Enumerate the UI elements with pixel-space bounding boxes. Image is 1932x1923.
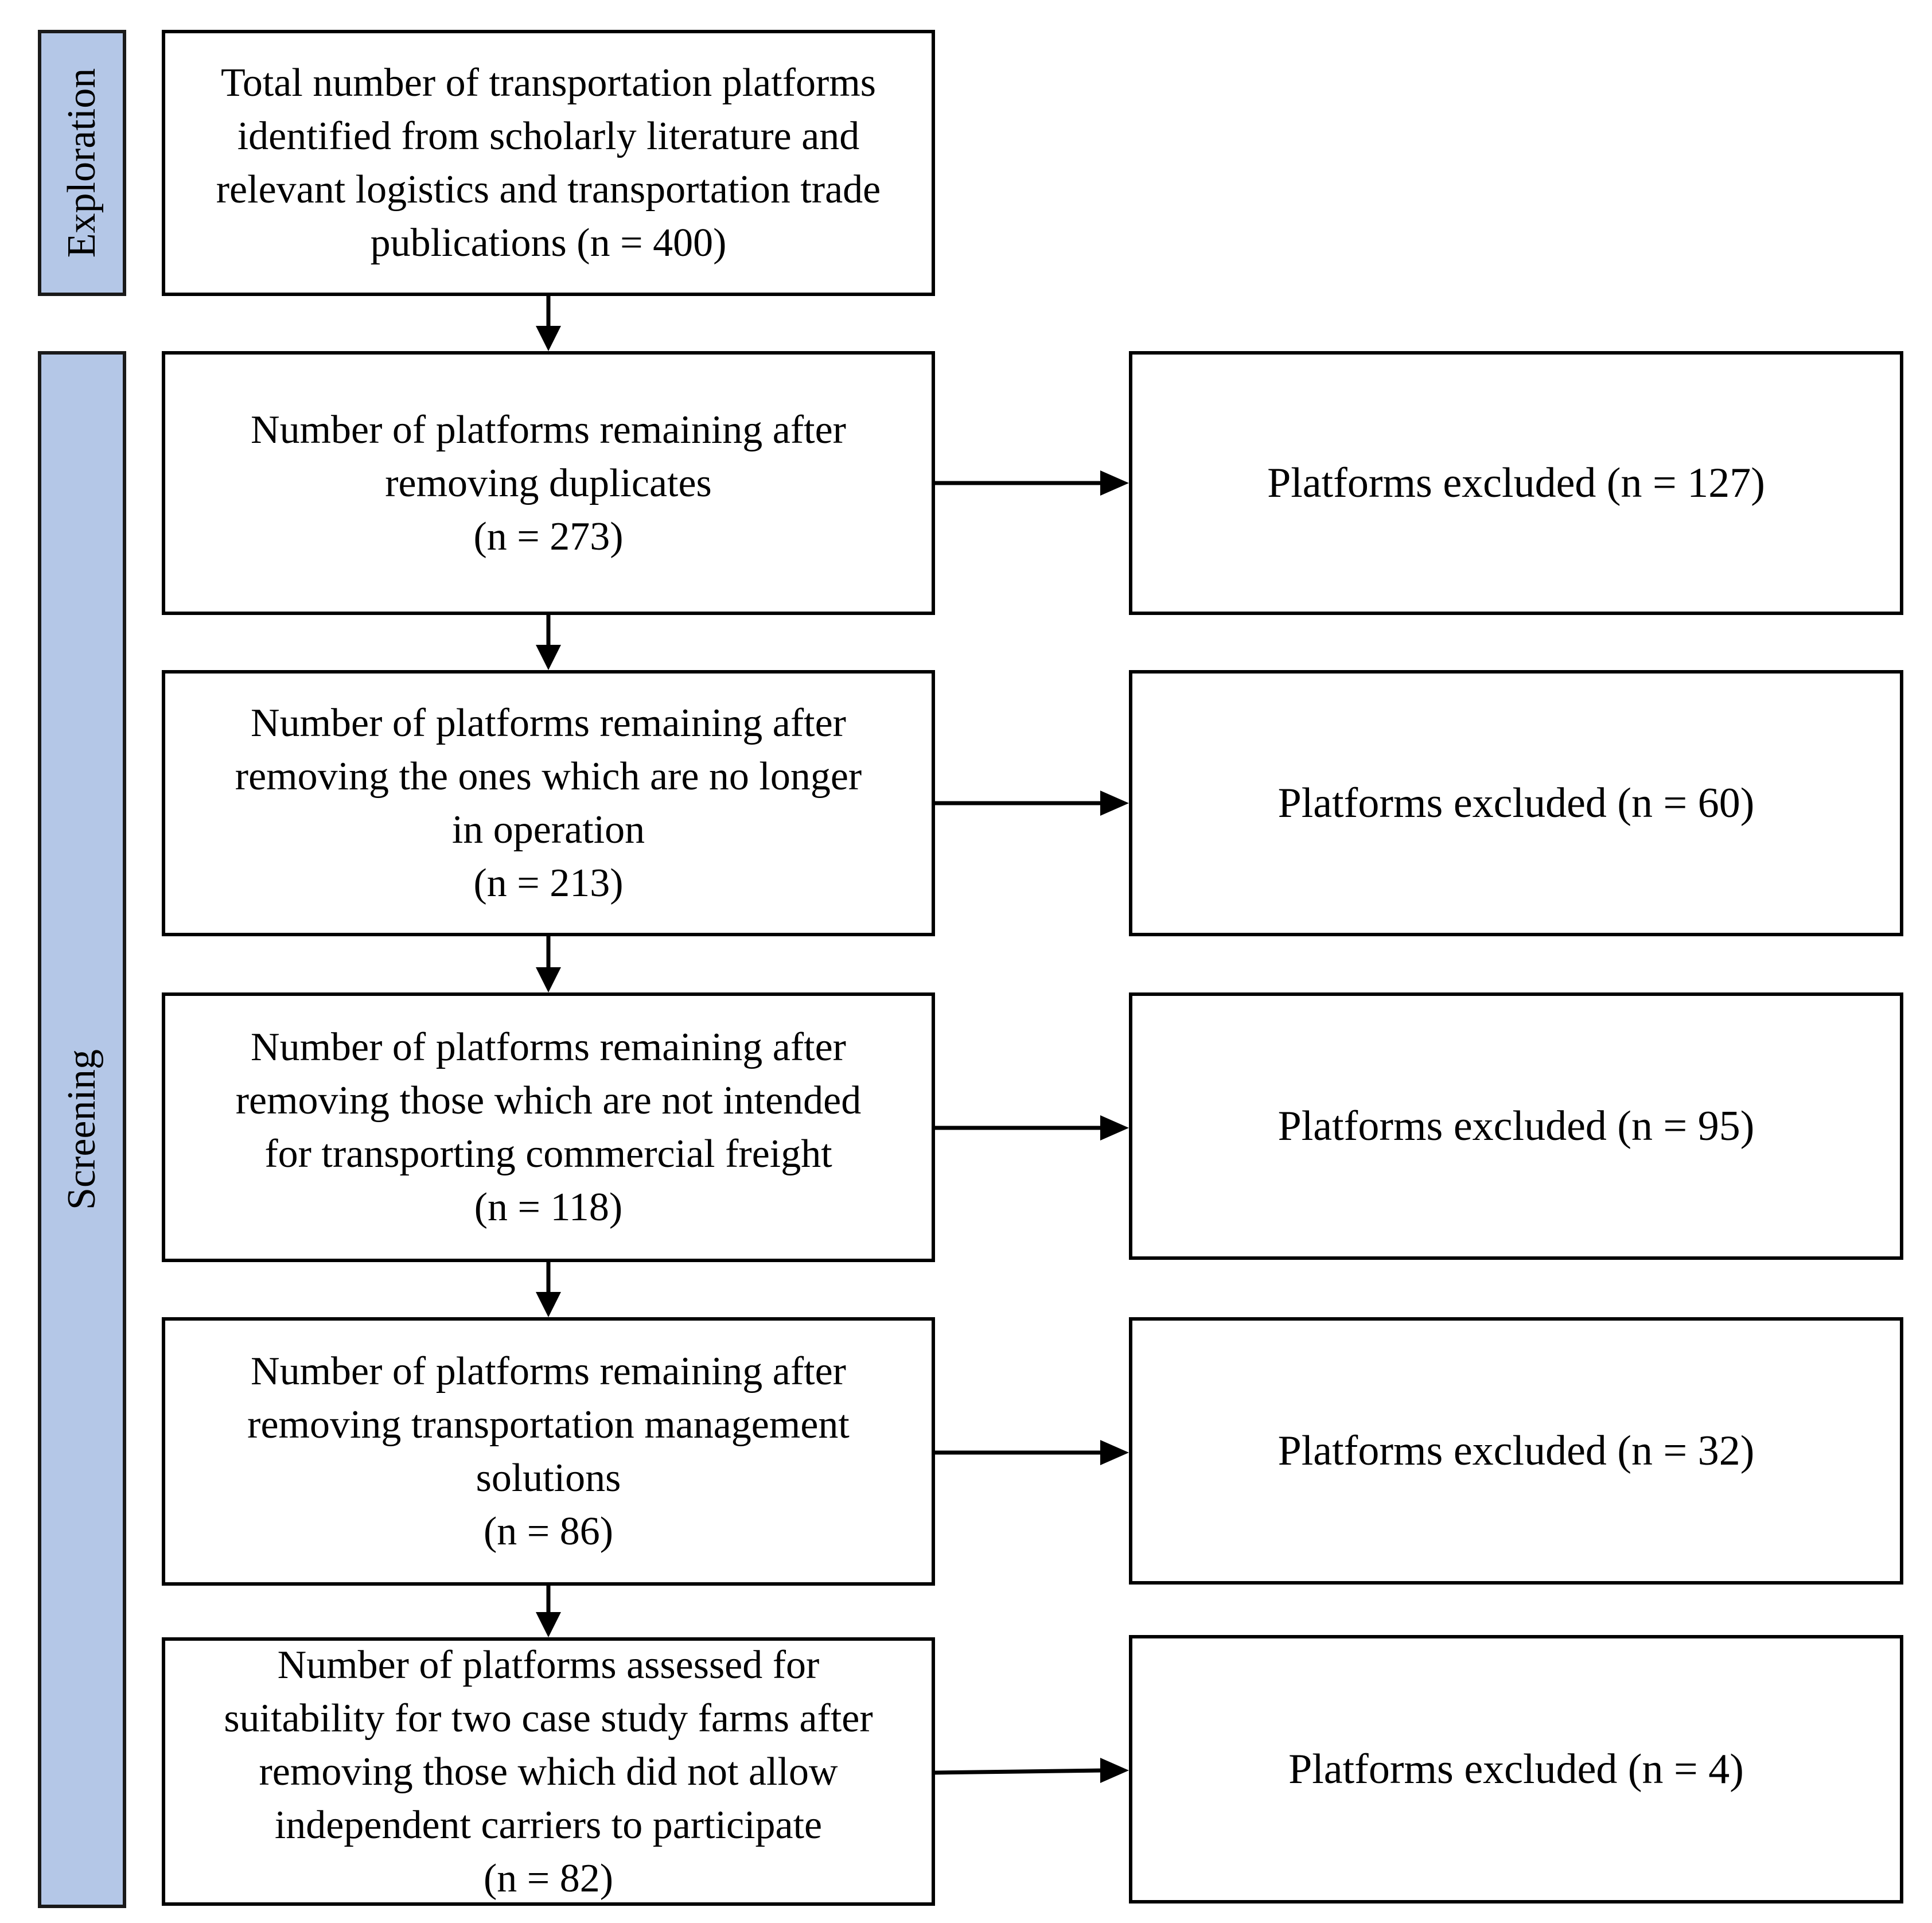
stage-bar-exploration: Exploration	[38, 30, 126, 296]
step-4-line-2: removing those which are not intended	[235, 1079, 862, 1123]
arrow-right-5	[933, 1768, 1105, 1775]
arrowhead-right-4	[1100, 1440, 1129, 1465]
step-box-after-duplicates: Number of platforms remaining after remo…	[162, 351, 935, 615]
arrowhead-right-3	[1100, 1115, 1129, 1140]
arrowhead-right-5	[1100, 1758, 1129, 1783]
step-box-assessed-for-suitability: Number of platforms assessed for suitabi…	[162, 1637, 935, 1906]
exclusion-box-5: Platforms excluded (n = 4)	[1129, 1635, 1903, 1903]
step-2-line-3: (n = 273)	[473, 514, 624, 559]
exclusion-box-1: Platforms excluded (n = 127)	[1129, 351, 1903, 615]
step-4-line-4: (n = 118)	[474, 1185, 623, 1229]
step-6-line-2: suitability for two case study farms aft…	[224, 1696, 873, 1741]
step-6-line-3: removing those which did not allow	[259, 1749, 838, 1794]
step-6-line-1: Number of platforms assessed for	[277, 1642, 820, 1687]
arrowhead-down-5	[536, 1612, 561, 1637]
step-1-line-1: Total number of transportation platforms	[220, 61, 877, 105]
exclusion-box-2: Platforms excluded (n = 60)	[1129, 670, 1903, 936]
arrowhead-down-3	[536, 967, 561, 992]
arrowhead-right-1	[1100, 470, 1129, 496]
step-3-line-1: Number of platforms remaining after	[251, 701, 846, 745]
arrowhead-down-2	[536, 645, 561, 670]
exclusion-3-text: Platforms excluded (n = 95)	[1277, 1102, 1755, 1150]
step-1-line-2: identified from scholarly literature and	[237, 114, 860, 158]
step-6-line-4: independent carriers to participate	[274, 1803, 823, 1847]
exclusion-1-text: Platforms excluded (n = 127)	[1267, 459, 1765, 507]
step-3-line-4: (n = 213)	[473, 861, 624, 905]
step-5-line-3: solutions	[476, 1456, 621, 1500]
step-4-line-3: for transporting commercial freight	[264, 1132, 832, 1176]
step-4-line-1: Number of platforms remaining after	[251, 1025, 846, 1069]
step-box-after-not-commercial-freight: Number of platforms remaining after remo…	[162, 992, 935, 1262]
step-2-line-2: removing duplicates	[385, 461, 712, 505]
step-5-line-4: (n = 86)	[483, 1509, 614, 1554]
step-1-line-4: publications (n = 400)	[370, 221, 727, 265]
arrowhead-down-4	[536, 1292, 561, 1317]
arrowhead-down-1	[536, 326, 561, 351]
exclusion-box-4: Platforms excluded (n = 32)	[1129, 1317, 1903, 1585]
exclusion-4-text: Platforms excluded (n = 32)	[1277, 1427, 1755, 1474]
step-2-line-1: Number of platforms remaining after	[251, 407, 846, 452]
exclusion-5-text: Platforms excluded (n = 4)	[1288, 1745, 1744, 1793]
step-5-line-2: removing transportation management	[247, 1403, 850, 1447]
step-5-line-1: Number of platforms remaining after	[251, 1349, 846, 1393]
exclusion-box-3: Platforms excluded (n = 95)	[1129, 992, 1903, 1260]
step-6-line-5: (n = 82)	[483, 1856, 614, 1901]
step-box-after-not-in-operation: Number of platforms remaining after remo…	[162, 670, 935, 936]
stage-bar-screening: Screening	[38, 351, 126, 1908]
step-box-total-identified: Total number of transportation platforms…	[162, 30, 935, 296]
exclusion-2-text: Platforms excluded (n = 60)	[1277, 779, 1755, 827]
step-1-line-3: relevant logistics and transportation tr…	[216, 168, 881, 212]
step-box-after-tms-solutions: Number of platforms remaining after remo…	[162, 1317, 935, 1586]
step-3-line-3: in operation	[451, 808, 645, 852]
step-3-line-2: removing the ones which are no longer	[235, 754, 862, 799]
arrowhead-right-2	[1100, 791, 1129, 816]
